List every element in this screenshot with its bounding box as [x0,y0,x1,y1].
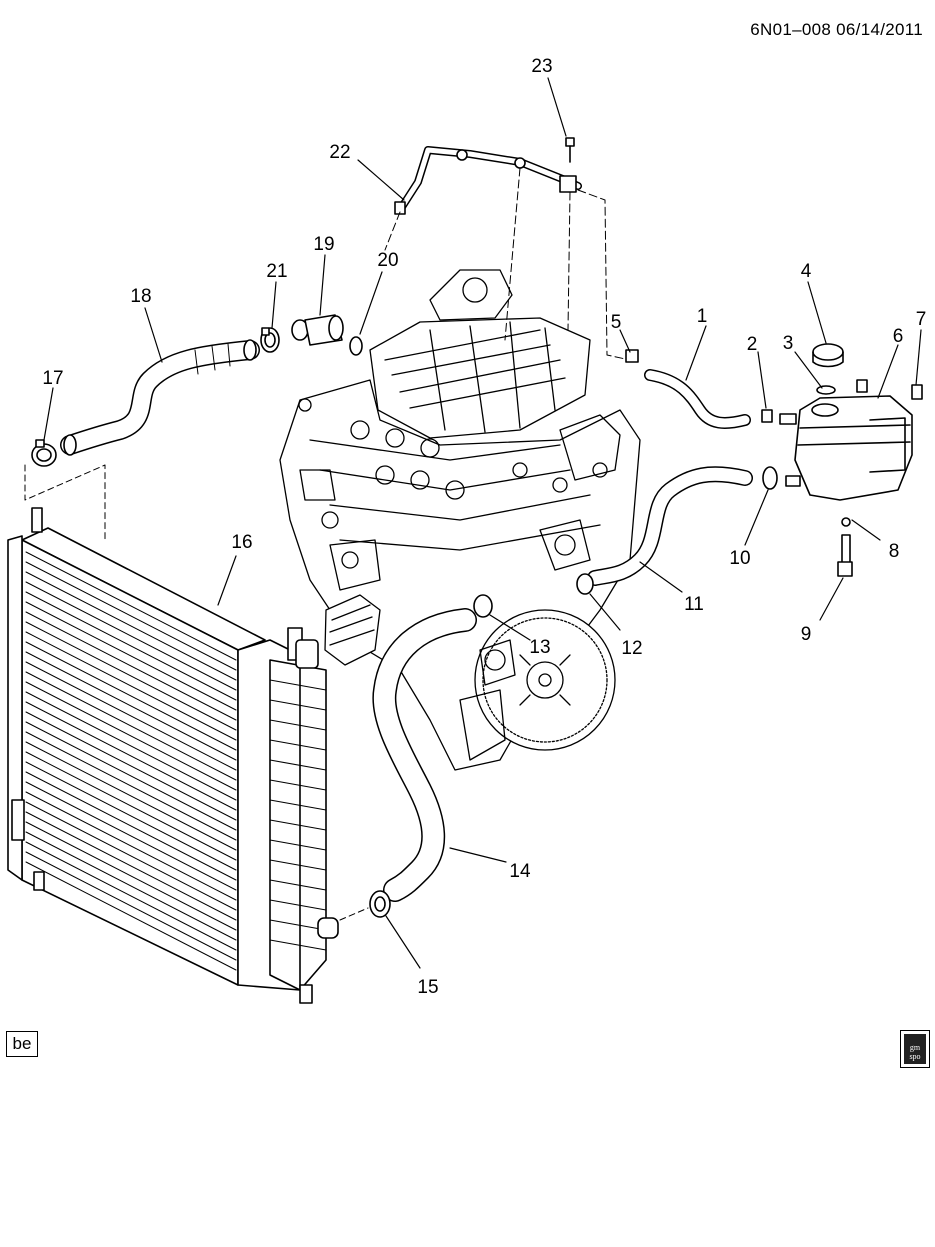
clamp-17 [31,439,57,467]
radiator [7,507,339,1004]
callout-18: 18 [130,286,151,307]
view-tag: be [6,1031,38,1057]
callout-14: 14 [509,861,531,882]
callout-7: 7 [916,309,927,330]
cap-seal [816,385,836,395]
callout-12: 12 [621,638,642,659]
lower-radiator-hose [372,608,477,902]
surge-tank-inlet-hose [625,349,751,429]
callout-9: 9 [801,624,812,645]
callout-6: 6 [893,326,904,347]
callout-15: 15 [417,977,438,998]
sensor-9 [837,517,853,577]
callout-8: 8 [889,541,900,562]
thermostat-housing [291,314,344,346]
gasket-20 [349,336,363,356]
callout-20: 20 [377,250,398,271]
callout-11: 11 [684,594,704,615]
callout-2: 2 [747,334,758,355]
callout-5: 5 [611,312,622,333]
clamp-10 [762,466,778,490]
surge-tank-outlet-hose [587,466,753,586]
diagram-code: 6N01–008 06/14/2011 [750,20,923,39]
upper-radiator-hose [60,339,260,456]
callout-17: 17 [42,368,63,389]
callout-16: 16 [231,532,252,553]
bypass-pipe [394,146,582,215]
clamp-15 [369,890,391,918]
clamp-13 [473,594,493,618]
callout-10: 10 [729,548,750,569]
callout-19: 19 [313,234,334,255]
engine [279,269,641,771]
callout-23: 23 [531,56,552,77]
callout-13: 13 [529,637,550,658]
clamp-2 [761,409,773,423]
bolt-23 [565,137,575,163]
callout-3: 3 [783,333,794,354]
clamp-12 [576,573,594,595]
callout-labels: 1 2 3 4 5 6 7 8 9 10 11 12 13 14 15 16 1… [42,56,926,998]
clamp-21 [260,327,280,353]
surge-tank [779,379,923,501]
callout-4: 4 [801,261,812,282]
callout-22: 22 [329,142,350,163]
surge-tank-cap [812,343,844,368]
callout-21: 21 [266,261,287,282]
callout-1: 1 [697,306,708,327]
